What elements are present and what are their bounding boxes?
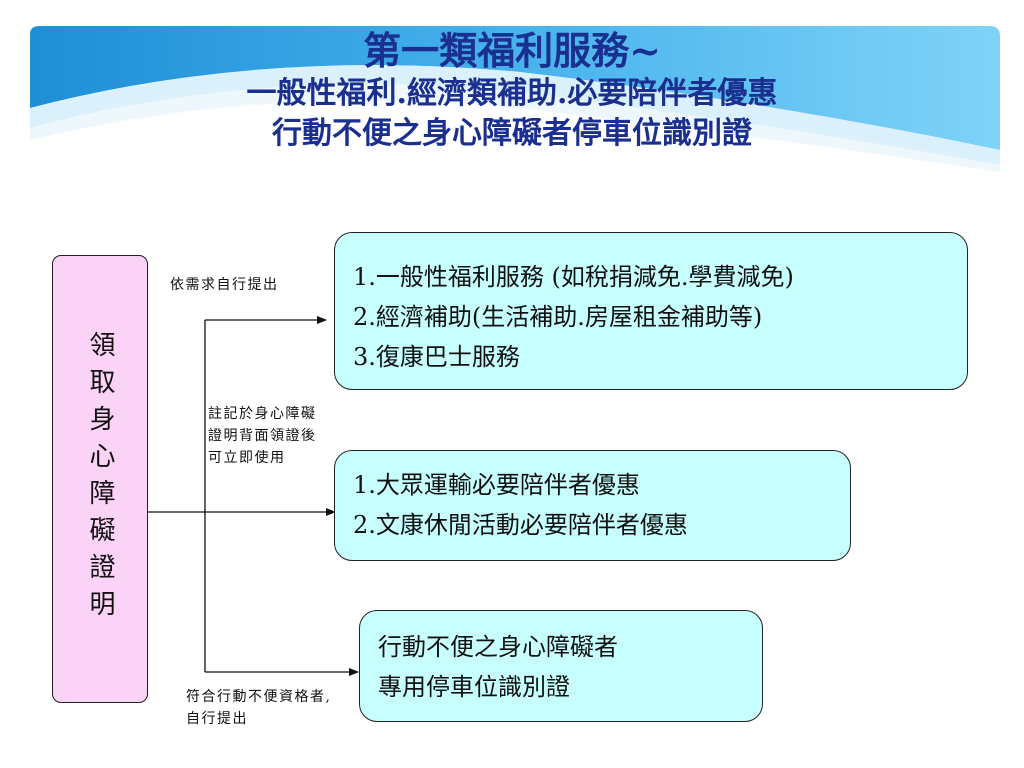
parking-permit-line-2: 專用停車位識別證 [378,673,570,701]
companion-discount-line-1: 1.大眾運輸必要陪伴者優惠 [353,471,640,499]
parking-permit-box: 行動不便之身心障礙者 專用停車位識別證 [359,610,763,722]
companion-discount-box: 1.大眾運輸必要陪伴者優惠 2.文康休閒活動必要陪伴者優惠 [334,450,851,561]
parking-permit-line-1: 行動不便之身心障礙者 [378,633,618,661]
page-subtitle-line-1: 一般性福利.經濟類補助.必要陪伴者優惠 [246,76,778,111]
general-welfare-line-2: 2.經濟補助(生活補助.房屋租金補助等) [353,303,763,331]
note-annotated-on-certificate: 註記於身心障礙證明背面領證後可立即使用 [208,406,317,466]
disability-certificate-box: 領取身心障礙證明 [52,255,148,703]
title-block: 第一類福利服務~ 一般性福利.經濟類補助.必要陪伴者優惠 行動不便之身心障礙者停… [0,28,1024,154]
header-banner [30,26,1000,172]
note-eligible-mobility: 符合行動不便資格者, 自行提出 [186,689,332,727]
general-welfare-box: 1.一般性福利服務 (如稅捐減免.學費減免) 2.經濟補助(生活補助.房屋租金補… [334,232,968,390]
note-on-request: 依需求自行提出 [170,277,279,293]
companion-discount-line-2: 2.文康休閒活動必要陪伴者優惠 [353,511,688,539]
page-subtitle-line-2: 行動不便之身心障礙者停車位識別證 [272,116,752,151]
general-welfare-line-1: 1.一般性福利服務 (如稅捐減免.學費減免) [353,263,794,291]
page-title: 第一類福利服務~ [363,28,661,73]
disability-certificate-label: 領取身心障礙證明 [85,331,115,627]
general-welfare-line-3: 3.復康巴士服務 [353,343,520,371]
